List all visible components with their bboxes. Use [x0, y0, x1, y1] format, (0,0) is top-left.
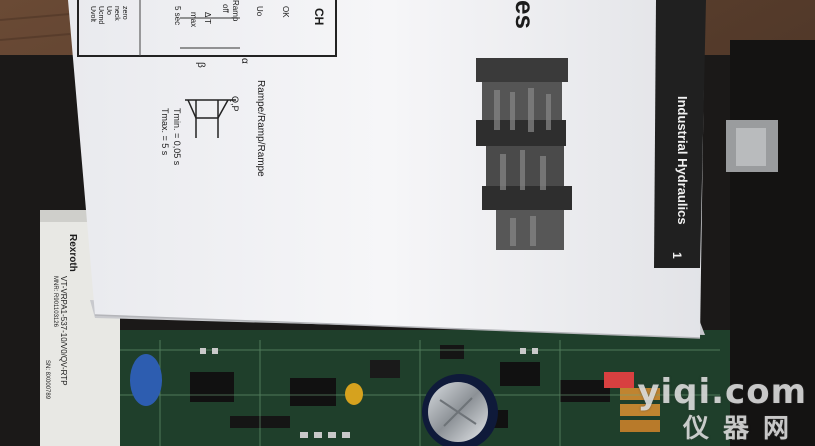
t-max: Tmax. = 5 s	[160, 108, 170, 156]
plate-serial: SN: 8X000789	[44, 360, 50, 400]
watermark-domain: yiqi.com	[637, 372, 807, 412]
brand-strip-text: Industrial Hydraulics	[675, 96, 690, 225]
box-label-off: off	[221, 4, 230, 13]
box-label-5sec: 5 sec	[173, 6, 182, 26]
box-label-dt: Δ T	[203, 12, 212, 25]
box-label-ramp: Ramp	[231, 0, 240, 22]
pcb-components	[120, 340, 720, 446]
red-connector	[604, 372, 634, 388]
ramp-diagram	[185, 99, 236, 138]
valve-image	[476, 58, 572, 250]
page-number: 1	[670, 252, 684, 259]
watermark-chinese: 仪器网	[682, 414, 803, 444]
side-label-uvolt: Uvolt	[89, 6, 96, 22]
header-fragment: CH	[312, 8, 326, 26]
side-label-uo: Uo	[105, 6, 112, 15]
plate-model: VT-VRPA1-537-10/V0/QV-RTP	[59, 276, 68, 386]
box-label-max: max	[189, 12, 198, 28]
t-min: Tmin. = 0,05 s	[172, 108, 182, 166]
ramp-label: Rampe/Ramp/Rampe	[255, 80, 266, 177]
box-label-ok: OK	[281, 6, 290, 18]
beta-symbol: β	[195, 62, 206, 68]
box-label-uo: Uo	[255, 6, 264, 17]
brand-strip	[654, 0, 706, 268]
side-label-ucmd: Ucmd	[97, 6, 104, 25]
letters-fragment: es	[510, 0, 540, 29]
alpha-symbol: α	[239, 58, 250, 64]
axis-label: Q,P	[230, 96, 240, 112]
manual-page	[68, 0, 705, 338]
blue-capacitor	[130, 354, 162, 406]
watermark: yiqi.com 仪器网	[637, 372, 809, 444]
yellow-capacitor	[345, 383, 363, 405]
diagram-box	[77, 0, 337, 57]
side-label-zero: zero	[121, 6, 128, 20]
side-label-neck: neck	[113, 6, 120, 21]
plate-mnr: MNR: R901103126	[52, 276, 58, 327]
plate-brand: Rexroth	[67, 234, 78, 272]
